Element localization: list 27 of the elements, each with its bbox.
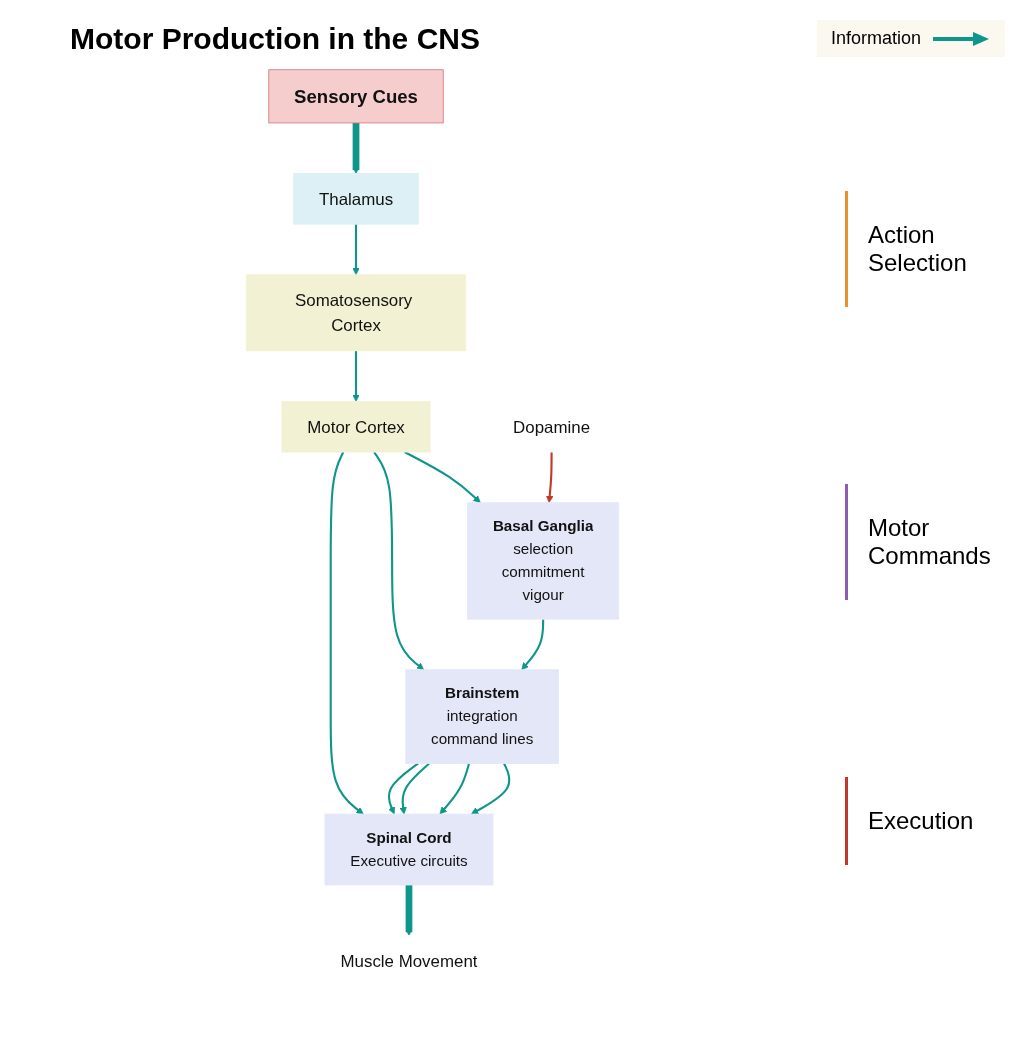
arrow: [546, 452, 554, 503]
arrow: [387, 762, 419, 815]
node-text: Muscle Movement: [340, 951, 478, 971]
node-box: Sensory Cues: [268, 69, 444, 124]
bracket-label: Motor Commands: [845, 484, 1015, 600]
arrow: [352, 122, 360, 174]
node-box: Somatosensory Cortex: [245, 274, 467, 352]
node-box: Thalamus: [293, 173, 419, 225]
node-box: Motor Cortex: [281, 401, 431, 453]
arrow: [521, 619, 545, 671]
arrow: [405, 885, 413, 936]
legend-label: Information: [830, 28, 921, 49]
node-box: Brainstem integration command lines: [405, 669, 559, 764]
arrow: [399, 762, 430, 815]
node-text: Dopamine: [513, 417, 591, 437]
arrow: [439, 763, 471, 815]
arrow: [352, 224, 360, 276]
node-box: Spinal Cord Executive circuits: [324, 813, 494, 886]
arrow: [471, 763, 511, 815]
arrow: [373, 451, 425, 671]
bracket-label: Action Selection: [845, 191, 1015, 308]
arrow: [404, 451, 481, 503]
arrow: [329, 451, 364, 815]
arrow: [352, 350, 360, 402]
bracket-label: Execution: [845, 776, 1015, 865]
title: Motor Production in the CNS: [70, 21, 480, 56]
node-box: Basal Ganglia selection commitment vigour: [467, 502, 620, 620]
